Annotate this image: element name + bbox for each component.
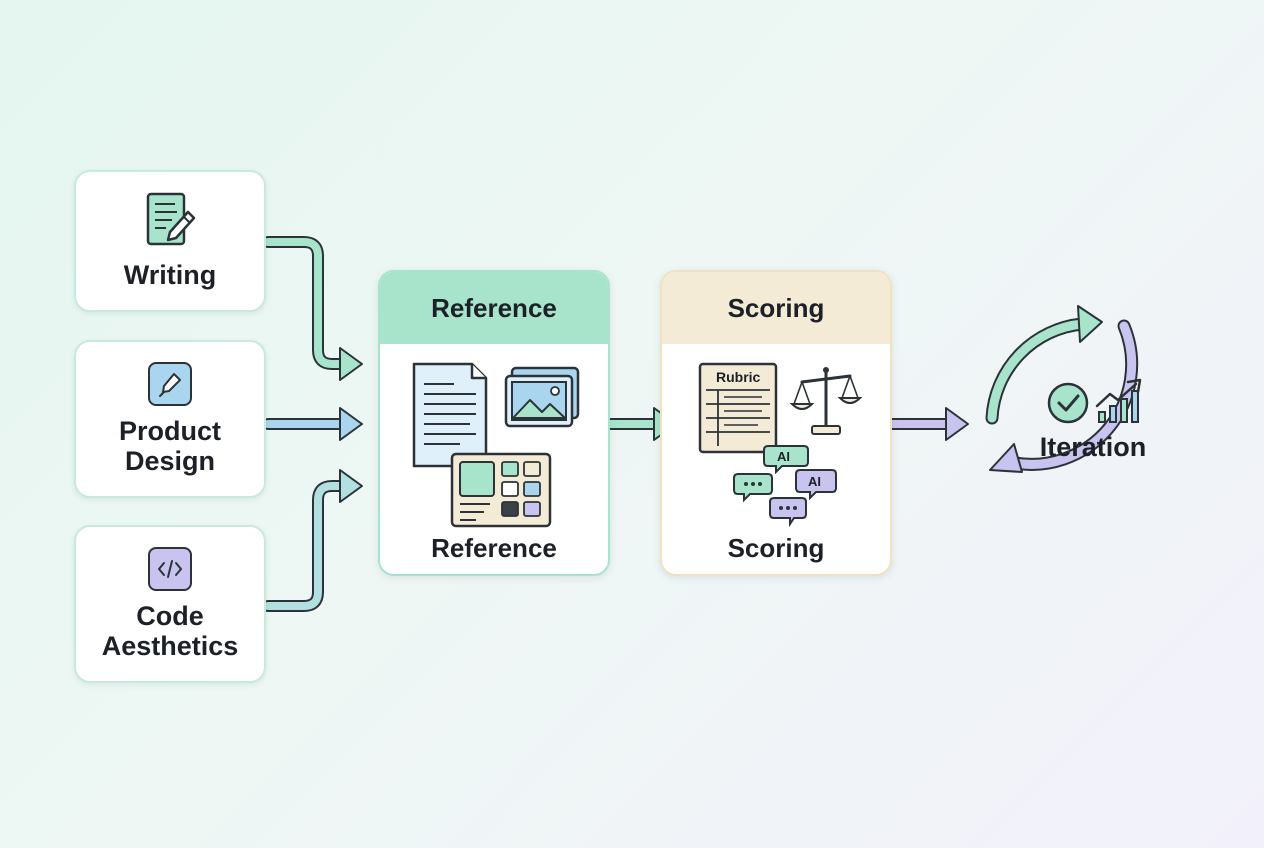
iteration-label: Iteration	[1039, 432, 1147, 462]
scoring-title: Scoring	[662, 272, 890, 344]
arrow-writing-to-reference	[262, 236, 363, 381]
arrow-product-design-to-reference	[262, 407, 363, 441]
document-icon	[412, 362, 488, 468]
scoring-card: Scoring Rubric	[660, 270, 892, 576]
code-brackets-icon	[148, 547, 192, 591]
arrow-scoring-to-iteration	[874, 407, 969, 441]
scoring-body: Rubric	[662, 344, 890, 574]
ai-label-2: AI	[808, 474, 821, 489]
arrow-code-aesthetics-to-reference	[262, 469, 363, 612]
scoring-illustration: Rubric	[698, 362, 863, 528]
reference-footer: Reference	[431, 533, 557, 563]
iteration-cycle-icon	[985, 305, 1142, 473]
rubric-icon: Rubric	[698, 362, 778, 454]
product-design-label: Product Design	[118, 416, 221, 476]
reference-card: Reference	[378, 270, 610, 576]
reference-title: Reference	[380, 272, 608, 344]
code-aesthetics-label: Code Aesthetics	[101, 601, 239, 661]
input-card-writing: Writing	[74, 170, 266, 312]
image-gallery-icon	[504, 366, 580, 428]
ai-chat-bubbles-icon: AI AI	[733, 445, 837, 528]
rubric-label: Rubric	[716, 369, 761, 385]
reference-body: Reference	[380, 344, 608, 574]
input-card-code-aesthetics: Code Aesthetics	[74, 525, 266, 683]
document-pencil-icon	[144, 192, 196, 250]
pen-tool-icon	[148, 362, 192, 406]
input-card-product-design: Product Design	[74, 340, 266, 498]
scoring-footer: Scoring	[727, 533, 825, 563]
reference-illustration	[412, 362, 580, 528]
ai-label-1: AI	[777, 449, 790, 464]
writing-label: Writing	[123, 260, 217, 290]
ui-mockup-icon	[450, 452, 552, 528]
balance-scale-icon	[789, 367, 863, 435]
